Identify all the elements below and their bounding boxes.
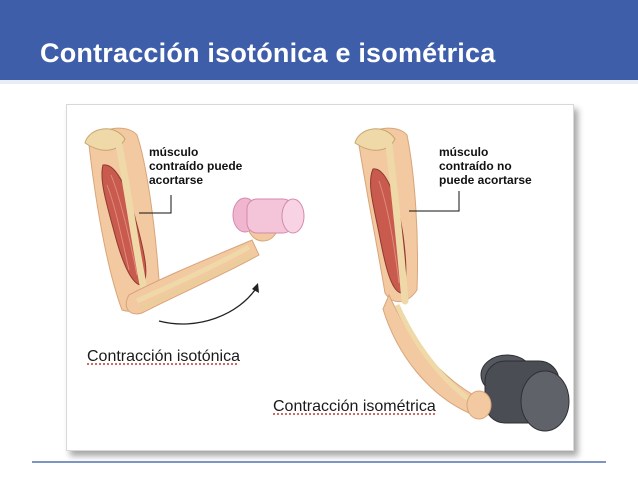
right-label-line: contraído no — [439, 159, 512, 173]
left-label-line: acortarse — [149, 173, 204, 187]
footer-rule — [32, 461, 606, 463]
right-label-line: puede acortarse — [439, 173, 532, 187]
heavy-dumbbell-illustration — [466, 354, 570, 432]
right-arm-illustration — [354, 127, 570, 432]
title-bar: Contracción isotónica e isométrica — [0, 0, 638, 80]
left-muscle-label: músculo contraído puede acortarse — [149, 145, 242, 187]
isotonic-caption: Contracción isotónica — [87, 348, 240, 365]
slide-title: Contracción isotónica e isométrica — [40, 38, 496, 68]
light-dumbbell-illustration — [232, 197, 305, 234]
isometric-caption: Contracción isométrica — [273, 398, 436, 415]
right-label-line: músculo — [439, 145, 489, 159]
left-label-line: músculo — [149, 145, 199, 159]
right-muscle-label: músculo contraído no puede acortarse — [439, 145, 532, 187]
arm-illustrations — [84, 127, 570, 432]
muscle-contraction-figure: músculo contraído puede acortarse múscul… — [66, 104, 574, 451]
left-label-line: contraído puede — [149, 159, 243, 173]
title-underband — [0, 80, 638, 84]
left-arm-illustration — [84, 127, 305, 325]
